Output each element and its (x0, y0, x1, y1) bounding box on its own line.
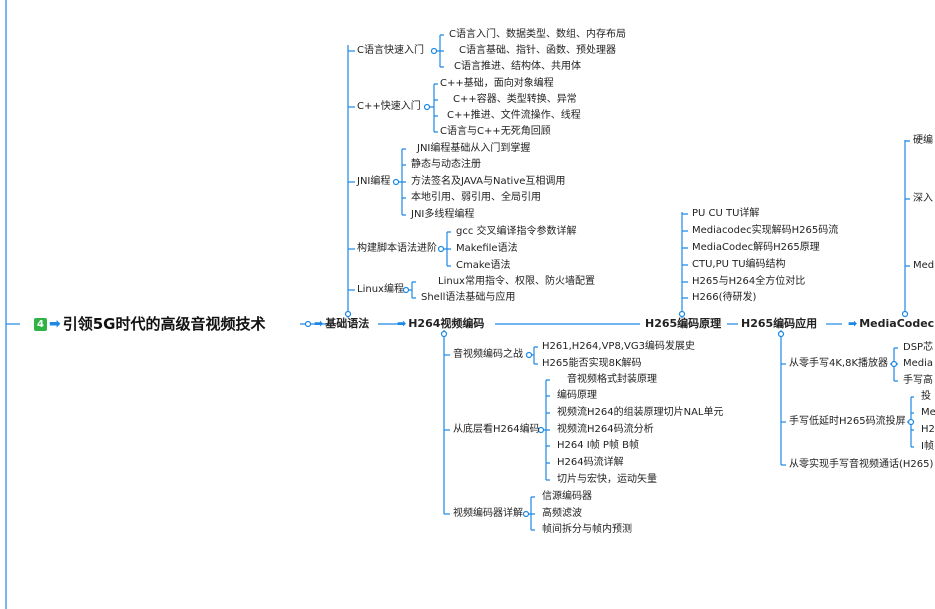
leaf-item[interactable]: C语言基础、指针、函数、预处理器 (459, 45, 616, 56)
node-h264-bottom[interactable]: 从底层看H264编码 (453, 424, 540, 435)
leaf-item[interactable]: 方法签名及JAVA与Native互相调用 (411, 176, 566, 187)
leaf-item[interactable]: 静态与动态注册 (411, 159, 481, 170)
leaf-item[interactable]: 切片与宏快，运动矢量 (557, 474, 657, 485)
node-build-script[interactable]: 构建脚本语法进阶 (357, 243, 437, 254)
leaf-item[interactable]: H264码流详解 (557, 457, 624, 468)
node-encoder-detail[interactable]: 视频编码器详解 (453, 508, 523, 519)
leaf-item[interactable]: H265能否实现8K解码 (542, 358, 642, 369)
leaf-item[interactable]: H265与H264全方位对比 (692, 276, 806, 287)
node-basics[interactable]: ➡基础语法 (314, 317, 370, 330)
node-h264[interactable]: ➡H264视频编码 (397, 317, 485, 330)
leaf-item[interactable]: PU CU TU详解 (692, 208, 760, 219)
node-cpp-quickstart[interactable]: C++快速入门 (357, 101, 421, 112)
node-c-quickstart[interactable]: C语言快速入门 (357, 45, 424, 56)
leaf-item[interactable]: 音视频格式封装原理 (567, 374, 657, 385)
leaf-item[interactable]: H264 I帧 P帧 B帧 (557, 440, 639, 451)
node-jni[interactable]: JNI编程 (357, 176, 391, 187)
leaf-item[interactable]: C语言与C++无死角回顾 (440, 126, 551, 137)
arrow-right-icon: ➡ (848, 317, 858, 330)
leaf-item[interactable]: Cmake语法 (456, 260, 511, 271)
leaf-item[interactable]: C++推进、文件流操作、线程 (447, 110, 581, 121)
leaf-item[interactable]: H266(待研发) (692, 292, 757, 303)
leaf-item[interactable]: 投 (921, 391, 931, 402)
leaf-item[interactable]: Shell语法基础与应用 (421, 292, 516, 303)
leaf-item[interactable]: 帧间拆分与帧内预测 (542, 524, 632, 535)
leaf-item[interactable]: C语言入门、数据类型、数组、内存布局 (449, 29, 626, 40)
node-codec-war[interactable]: 音视频编码之战 (453, 349, 523, 360)
leaf-item[interactable]: 编码原理 (557, 390, 597, 401)
node-4k-player[interactable]: 从零手写4K,8K播放器 (789, 358, 889, 369)
leaf-item[interactable]: CTU,PU TU编码结构 (692, 259, 786, 270)
leaf-item[interactable]: 高频滤波 (542, 508, 582, 519)
leaf-item[interactable]: I帧 (921, 441, 934, 452)
node-h265-app[interactable]: H265编码应用 (741, 317, 818, 330)
leaf-item[interactable]: 视频流H264的组装原理切片NAL单元 (557, 407, 724, 418)
leaf-item[interactable]: Med (913, 260, 935, 271)
leaf-item[interactable]: MediaCodec解码H265原理 (692, 242, 820, 253)
node-linux[interactable]: Linux编程 (357, 284, 404, 295)
leaf-item[interactable]: 硬编 (913, 135, 933, 146)
leaf-item[interactable]: DSP芯 (903, 342, 934, 353)
node-mediacodec[interactable]: ➡MediaCodec (848, 317, 935, 330)
leaf-item[interactable]: Mediacodec实现解码H265码流 (692, 225, 839, 236)
leaf-item[interactable]: Linux常用指令、权限、防火墙配置 (438, 276, 595, 287)
leaf-item[interactable]: Media (903, 358, 934, 369)
arrow-right-icon: ➡ (49, 316, 61, 332)
leaf-item[interactable]: Makefile语法 (456, 243, 518, 254)
arrow-right-icon: ➡ (397, 317, 407, 330)
leaf-item[interactable]: 视频流H264码流分析 (557, 424, 654, 435)
chapter-badge: 4 (34, 317, 47, 331)
leaf-item[interactable]: gcc 交叉编译指令参数详解 (456, 226, 577, 237)
arrow-right-icon: ➡ (314, 317, 324, 330)
leaf-item[interactable]: C语言推进、结构体、共用体 (454, 61, 581, 72)
leaf-item[interactable]: 手写高 (903, 375, 933, 386)
leaf-item[interactable]: H2 (921, 424, 935, 435)
root-title: 引领5G时代的高级音视频技术 (62, 315, 266, 333)
leaf-item[interactable]: C++容器、类型转换、异常 (453, 94, 577, 105)
leaf-item[interactable]: 深入 (913, 193, 933, 204)
node-h265-principle[interactable]: H265编码原理 (645, 317, 722, 330)
root-node[interactable]: 4 ➡ 引领5G时代的高级音视频技术 (34, 314, 266, 334)
leaf-item[interactable]: Me (921, 407, 935, 418)
leaf-item[interactable]: C++基础，面向对象编程 (440, 78, 554, 89)
node-screen-cast[interactable]: 手写低延时H265码流投屏 (789, 416, 906, 427)
leaf-item[interactable]: H261,H264,VP8,VG3编码发展史 (542, 341, 695, 352)
node-video-call[interactable]: 从零实现手写音视频通话(H265) (789, 459, 934, 470)
leaf-item[interactable]: JNI编程基础从入门到掌握 (417, 143, 531, 154)
leaf-item[interactable]: 信源编码器 (542, 491, 592, 502)
leaf-item[interactable]: JNI多线程编程 (411, 209, 475, 220)
leaf-item[interactable]: 本地引用、弱引用、全局引用 (411, 192, 541, 203)
